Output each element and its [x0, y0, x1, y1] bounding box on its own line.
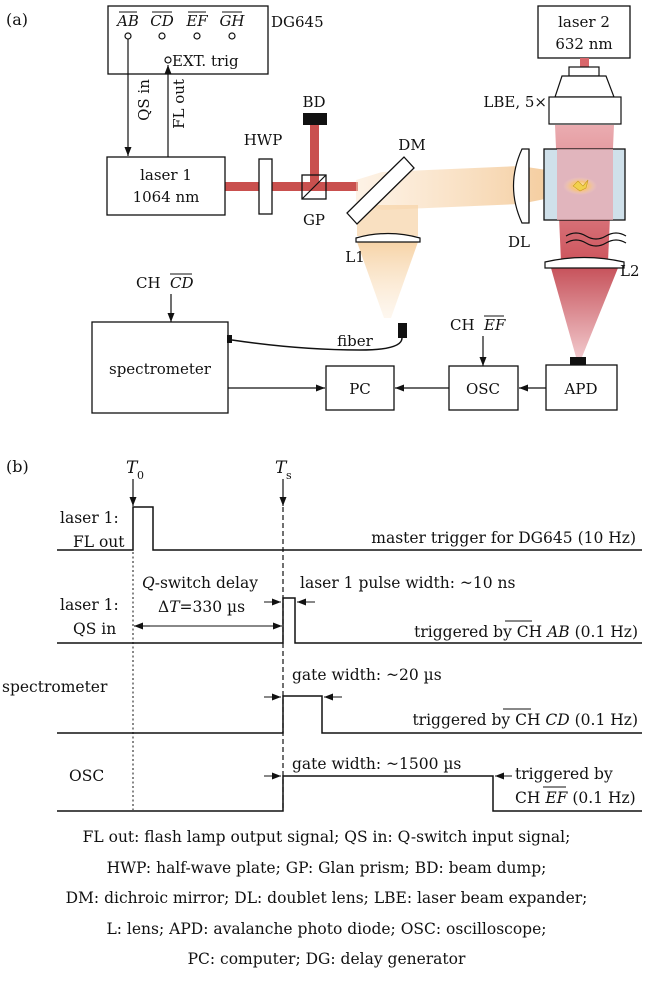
lens-l1: [355, 232, 421, 243]
connector-ab-icon: [124, 32, 132, 40]
doublet-lens: [513, 148, 530, 224]
laser2-name: laser 2: [558, 13, 610, 31]
legend-line-5: PC: computer; DG: delay generator: [187, 950, 466, 968]
dg645-box: AB CD EF GH DG645 EXT. trig: [107, 5, 324, 75]
laser1-box: [106, 156, 226, 216]
dichroic-mirror: [346, 156, 415, 225]
ext-trig-label: EXT. trig: [172, 52, 239, 70]
hwp-label: HWP: [244, 131, 283, 149]
qs-in-waveform: [57, 597, 642, 644]
row-fl-desc: master trigger for DG645 (10 Hz): [371, 529, 636, 547]
panel-b-label: (b): [6, 457, 29, 476]
pc-label: PC: [349, 380, 371, 398]
ir-beam-to-dump: [310, 124, 319, 182]
ts-sub: s: [286, 469, 292, 482]
dm-label: DM: [398, 136, 425, 154]
row-spec-trigger: triggered by CH CD (0.1 Hz): [412, 711, 638, 729]
osc-waveform: [57, 775, 642, 812]
osc-label: OSC: [466, 380, 500, 398]
dg-ch-cd: CD: [150, 12, 174, 30]
ch-cd-prefix: CH: [136, 274, 161, 292]
legend-line-1: FL out: flash lamp output signal; QS in:…: [82, 828, 571, 846]
dg-ch-ef: EF: [185, 12, 208, 30]
laser1-wavelength: 1064 nm: [133, 188, 200, 206]
probe-beam-focus: [551, 268, 618, 357]
ch-ef-prefix: CH: [450, 316, 475, 334]
beam-dump: [303, 113, 327, 125]
fiber-label: fiber: [337, 332, 373, 350]
break-lines-icon: [565, 232, 627, 247]
connector-ef-icon: [193, 32, 201, 40]
bd-label: BD: [302, 93, 325, 111]
row-spec-label: spectrometer: [2, 678, 108, 696]
panel-a-label: (a): [6, 10, 28, 29]
row-osc-gate: gate width: ~1500 µs: [292, 755, 461, 773]
row-qs-trigger: triggered by CH AB (0.1 Hz): [414, 623, 638, 641]
l2-label: L2: [620, 262, 640, 280]
emission-beam: [356, 166, 560, 210]
fl-out-label: FL out: [170, 79, 188, 129]
gp-label: GP: [303, 211, 325, 229]
hwp-optic: [258, 158, 273, 215]
t0-label: T: [126, 458, 139, 478]
row-spec-gate: gate width: ~20 µs: [292, 666, 442, 684]
spectrometer-box: [91, 321, 229, 414]
row-qs-label1: laser 1:: [60, 596, 119, 614]
pc-box: [325, 365, 395, 411]
ch-ef-name: EF: [483, 316, 506, 334]
spectrometer-label: spectrometer: [109, 360, 212, 378]
ts-label: T: [275, 458, 288, 478]
t0-sub: 0: [137, 469, 144, 482]
lbe-label: LBE, 5×: [483, 93, 547, 111]
delay-line1: Q-switch delay: [142, 574, 258, 592]
row-qs-pulse: laser 1 pulse width: ~10 ns: [300, 574, 515, 592]
row-osc-trigger1: triggered by: [515, 765, 613, 783]
row-osc-label: OSC: [69, 767, 104, 785]
connector-ext-trig-icon: [164, 56, 172, 64]
lens-l2: [544, 256, 625, 269]
apd-label: APD: [564, 380, 598, 398]
row-fl-label2: FL out: [73, 533, 125, 551]
connector-cd-icon: [158, 32, 166, 40]
legend-line-2: HWP: half-wave plate; GP: Glan prism; BD…: [106, 858, 547, 877]
beam-expander: [548, 66, 622, 125]
spectrometer-waveform: [57, 695, 642, 734]
glan-prism: [301, 174, 327, 200]
laser2-box: [537, 5, 631, 59]
connector-gh-icon: [228, 32, 236, 40]
delay-line2: ΔT=330 µs: [158, 598, 245, 616]
fl-out-waveform: [57, 506, 642, 551]
dg-ch-ab: AB: [115, 12, 139, 30]
figure-legend: FL out: flash lamp output signal; QS in:…: [0, 822, 653, 975]
emission-focus-l1: [357, 242, 418, 318]
l1-label: L1: [345, 248, 365, 266]
dl-label: DL: [508, 233, 530, 251]
fiber: [231, 337, 403, 351]
row-qs-label2: QS in: [73, 620, 116, 638]
ch-cd-name: CD: [170, 274, 194, 292]
fiber-tip: [398, 323, 407, 338]
laser1-name: laser 1: [140, 166, 192, 184]
ir-beam: [225, 182, 358, 191]
legend-line-4: L: lens; APD: avalanche photo diode; OSC…: [106, 919, 547, 938]
row-fl-label1: laser 1:: [60, 509, 119, 527]
row-osc-trigger2: CH EF (0.1 Hz): [515, 789, 636, 807]
laser2-wavelength: 632 nm: [555, 35, 612, 53]
legend-line-3: DM: dichroic mirror; DL: doublet lens; L…: [65, 889, 588, 907]
dg-ch-gh: GH: [219, 12, 245, 30]
dg645-label: DG645: [271, 13, 324, 31]
qs-in-label: QS in: [135, 79, 153, 121]
